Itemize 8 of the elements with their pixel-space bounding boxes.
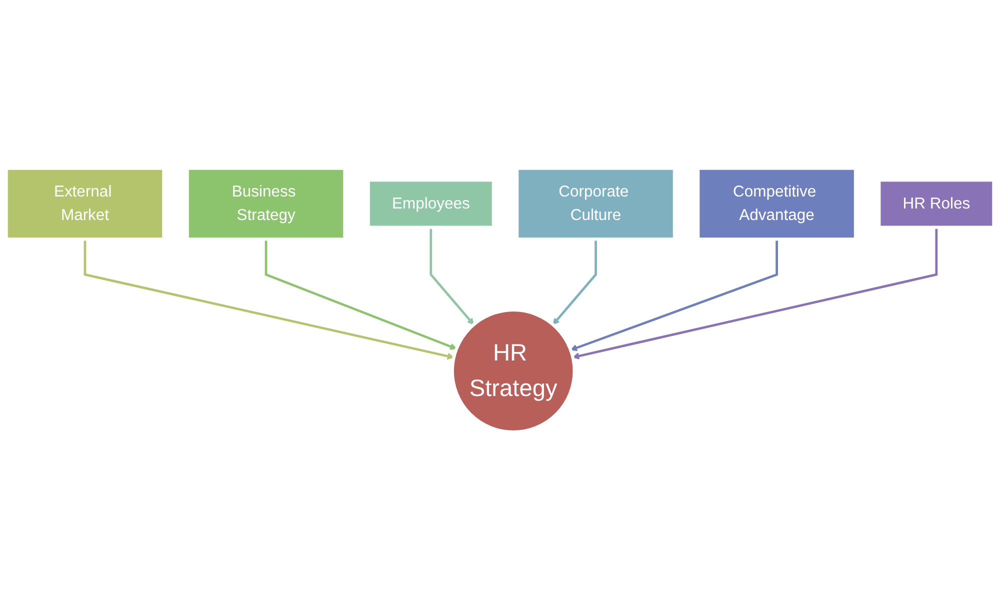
node-box: External Market — [4, 166, 166, 241]
arrow — [264, 239, 457, 350]
node-box: Business Strategy — [186, 166, 346, 241]
arrow — [84, 239, 454, 360]
arrow — [552, 239, 597, 325]
arrow — [570, 239, 778, 351]
arrow — [430, 227, 474, 325]
arrow — [572, 227, 938, 360]
